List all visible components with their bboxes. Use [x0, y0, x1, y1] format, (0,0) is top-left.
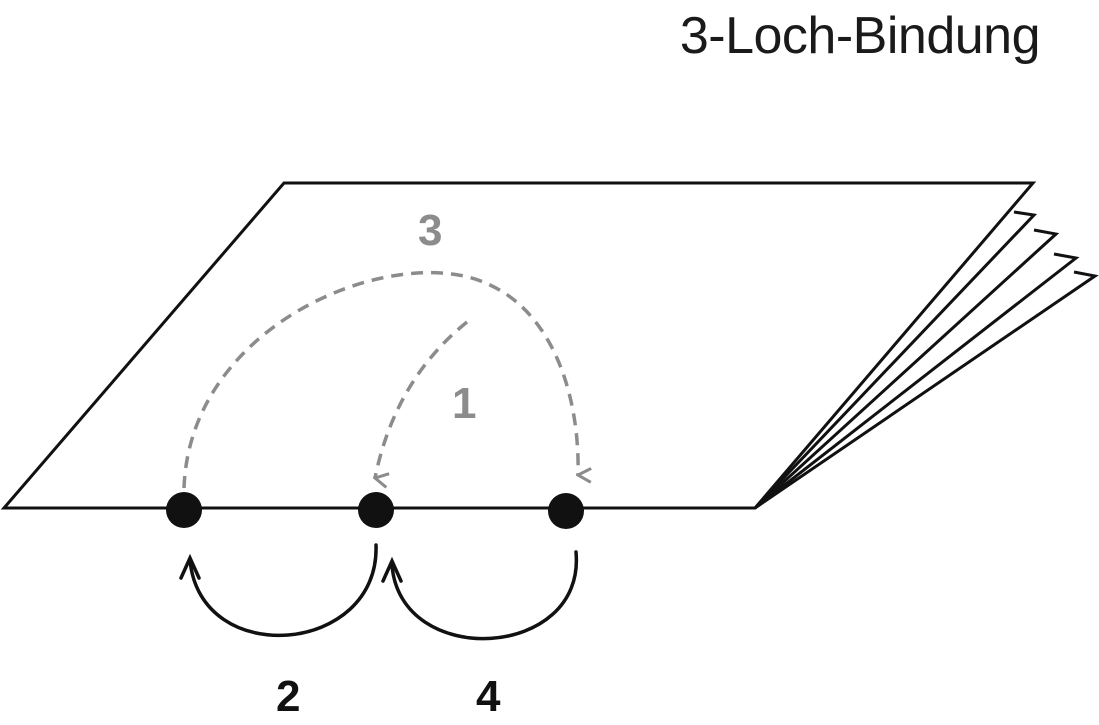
stitch-path-1	[375, 320, 469, 478]
diagram-title: 3-Loch-Bindung	[679, 7, 1041, 65]
stitch-path-4	[390, 550, 578, 641]
stitch-path-2	[188, 543, 378, 638]
hole-1	[166, 492, 202, 528]
page-layer-2	[753, 228, 1060, 510]
step-number-4: 4	[476, 672, 501, 721]
outside-stitches	[179, 543, 578, 641]
page-layer-1	[753, 210, 1038, 510]
step-number-2: 2	[276, 672, 300, 721]
hole-2	[358, 492, 394, 528]
hole-3	[548, 493, 584, 529]
step-number-1: 1	[452, 379, 476, 428]
back-pages	[753, 210, 1099, 510]
page-layer-3	[754, 252, 1080, 510]
arrow-head-4	[381, 556, 403, 583]
stitch-path-3	[182, 270, 578, 489]
top-page	[0, 181, 1037, 510]
page-layer-4	[754, 270, 1099, 510]
arrow-head-2	[179, 553, 201, 580]
step-number-3: 3	[418, 206, 442, 255]
